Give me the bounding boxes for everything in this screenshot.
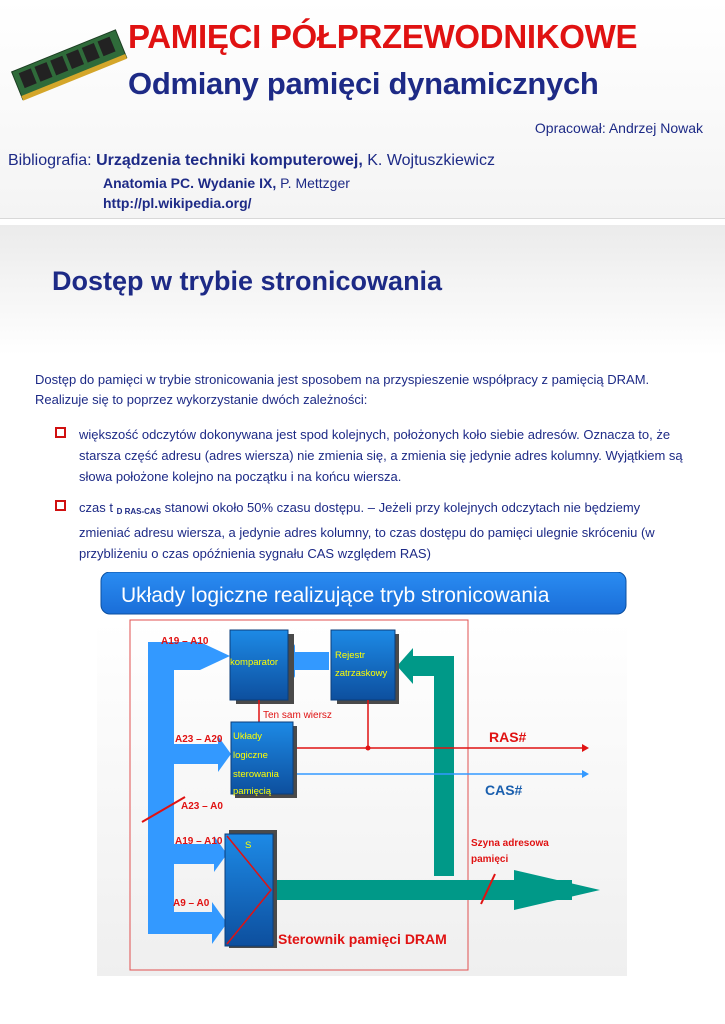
bibliography-line-2: Anatomia PC. Wydanie IX, P. Mettzger xyxy=(103,175,350,191)
header-divider xyxy=(0,218,725,219)
a19-a10-top-label: A19 – A10 xyxy=(161,636,209,647)
wikipedia-link[interactable]: http://pl.wikipedia.org/ xyxy=(103,195,252,211)
book1-author: K. Wojtuszkiewicz xyxy=(367,152,495,169)
author-label: Opracował: Andrzej Nowak xyxy=(535,120,703,136)
list-item: czas t D RAS-CAS stanowi około 50% czasu… xyxy=(55,497,695,564)
register-box xyxy=(331,630,395,700)
register-label-1: Rejestr xyxy=(335,650,365,661)
teal-path-top xyxy=(413,656,454,676)
list-item-text: większość odczytów dokonywana jest spod … xyxy=(79,424,695,487)
a19-a10-bottom-label: A19 – A10 xyxy=(175,836,223,847)
book2-title: Anatomia PC. Wydanie IX, xyxy=(103,175,276,191)
checkbox-bullet-icon xyxy=(55,427,66,438)
section-title: Dostęp w trybie stronicowania xyxy=(52,266,442,297)
diagram: Układy logiczne realizujące tryb stronic… xyxy=(97,572,627,976)
cas-label: CAS# xyxy=(485,782,523,798)
checkbox-bullet-icon xyxy=(55,500,66,511)
register-label-2: zatrzaskowy xyxy=(335,668,388,679)
page-title: PAMIĘCI PÓŁPRZEWODNIKOWE xyxy=(128,18,637,56)
ras-junction xyxy=(366,746,371,751)
page-subtitle: Odmiany pamięci dynamicznych xyxy=(128,66,599,102)
intro-paragraph: Dostęp do pamięci w trybie stronicowania… xyxy=(35,370,695,410)
bus-label-2: pamięci xyxy=(471,854,508,865)
bibliography-line: Bibliografia: Urządzenia techniki komput… xyxy=(8,152,495,170)
logic-label-4: pamięcią xyxy=(233,786,272,797)
list-item-text: czas t D RAS-CAS stanowi około 50% czasu… xyxy=(79,497,695,564)
s-label: S xyxy=(245,840,251,851)
logic-label-2: logiczne xyxy=(233,750,268,761)
bus-to-s xyxy=(174,844,214,864)
a9-a0-label: A9 – A0 xyxy=(173,898,210,909)
controller-label: Sterownik pamięci DRAM xyxy=(278,931,447,947)
list-item: większość odczytów dokonywana jest spod … xyxy=(55,424,695,487)
bibliography-label: Bibliografia: xyxy=(8,152,92,169)
bus-label-1: Szyna adresowa xyxy=(471,838,549,849)
diagram-title-bar: Układy logiczne realizujące tryb stronic… xyxy=(101,572,626,614)
logic-label-1: Układy xyxy=(233,731,262,742)
bullet2-subscript: D RAS-CAS xyxy=(117,507,161,516)
teal-path-vertical xyxy=(434,656,454,876)
bus-to-logic xyxy=(174,744,218,764)
ras-label: RAS# xyxy=(489,729,527,745)
logic-label-3: sterowania xyxy=(233,769,280,780)
bullet2-suffix: stanowi około 50% czasu dostępu. – Jeżel… xyxy=(79,500,655,561)
comparator-label: komparator xyxy=(230,657,278,668)
ram-module-image xyxy=(10,28,128,106)
a23-a0-label: A23 – A0 xyxy=(181,801,223,812)
same-row-label: Ten sam wiersz xyxy=(263,710,332,721)
diagram-title: Układy logiczne realizujące tryb stronic… xyxy=(121,584,550,607)
book2-author: P. Mettzger xyxy=(280,175,350,191)
a23-a20-label: A23 – A20 xyxy=(175,734,223,745)
register-to-comparator xyxy=(295,652,329,670)
bus-bottom xyxy=(148,912,212,934)
bullet2-prefix: czas t xyxy=(79,500,113,515)
address-bus-vertical xyxy=(148,642,174,932)
book1-title: Urządzenia techniki komputerowej, xyxy=(96,152,363,169)
